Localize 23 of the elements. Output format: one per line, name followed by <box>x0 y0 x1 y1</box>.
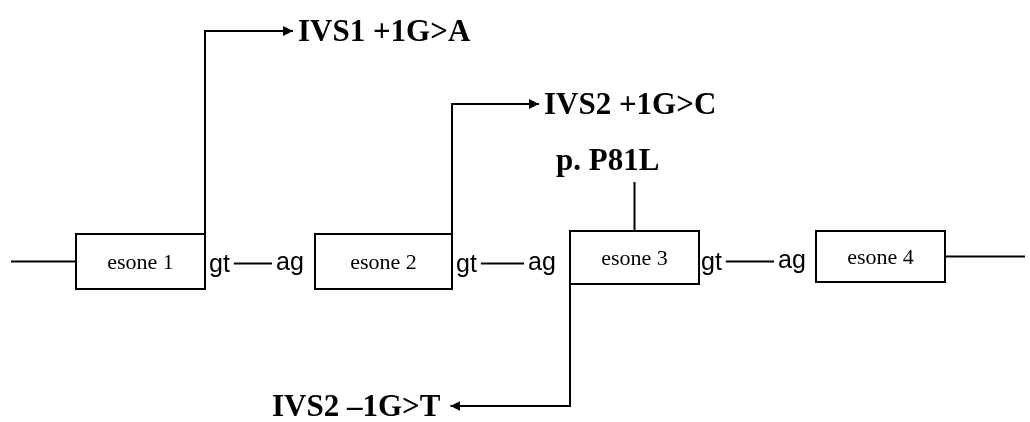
exon-box: esone 4 <box>815 230 946 283</box>
leader-line <box>633 181 636 231</box>
splice-site-label: ag <box>778 245 806 274</box>
intron-line <box>232 262 273 265</box>
exon-box: esone 2 <box>314 233 453 290</box>
exon-box: esone 3 <box>569 230 700 285</box>
mutation-label: IVS1 +1G>A <box>298 13 471 49</box>
mutation-label: IVS2 +1G>C <box>544 86 717 122</box>
splice-site-label: gt <box>701 247 722 276</box>
splice-site-label: ag <box>528 247 556 276</box>
intron-line <box>945 255 1026 258</box>
splice-site-label: ag <box>276 247 304 276</box>
intron-line <box>10 260 76 263</box>
arrow <box>449 284 571 411</box>
mutation-label: p. P81L <box>556 142 660 178</box>
intron-line <box>724 260 775 263</box>
splice-site-label: gt <box>456 249 477 278</box>
mutation-label: IVS2 –1G>T <box>272 388 441 422</box>
arrow <box>451 99 540 234</box>
intron-line <box>479 262 525 265</box>
splice-site-label: gt <box>209 249 230 278</box>
exon-box: esone 1 <box>75 233 206 290</box>
arrow <box>204 26 294 234</box>
